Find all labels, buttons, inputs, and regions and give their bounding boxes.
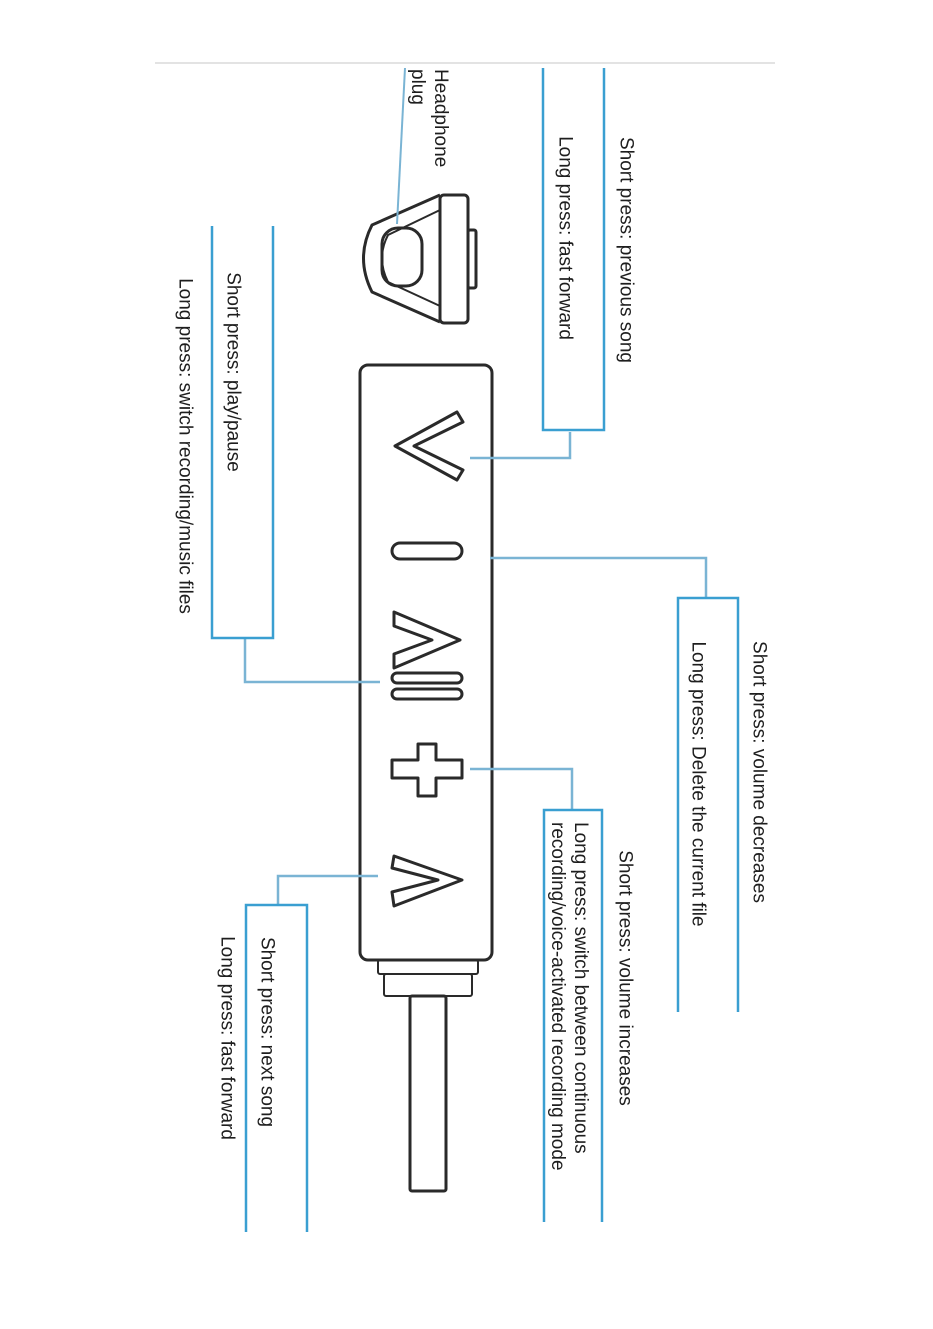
headphone-plug [362, 193, 478, 325]
leader-vol-up [470, 767, 574, 810]
leader-next [276, 874, 378, 905]
minus-icon [390, 541, 464, 561]
plug-leader-line [396, 67, 406, 225]
chevron-up-icon [393, 410, 465, 482]
vol-down-long-press-label: Long press: Delete the current file [687, 641, 709, 927]
bracket-play [210, 226, 275, 640]
vol-down-short-press-label: Short press: volume decreases [748, 641, 770, 903]
chevron-down-icon [390, 854, 464, 908]
bracket-vol-up [542, 808, 604, 1222]
play-pause-icon [390, 610, 464, 701]
bracket-next [244, 903, 309, 1232]
leader-vol-down [490, 556, 708, 598]
prev-long-press-label: Long press: fast forward [554, 136, 576, 340]
next-long-press-label: Long press: fast forward [216, 936, 238, 1140]
leader-play [243, 638, 380, 684]
callout-lines [210, 68, 740, 1232]
prev-short-press-label: Short press: previous song [615, 136, 637, 364]
play-long-press-label: Long press: switch recording/music files [174, 278, 196, 614]
next-short-press-label: Short press: next song [256, 936, 278, 1128]
remote-body [358, 363, 494, 1193]
leader-prev [470, 432, 572, 460]
bracket-vol-down [676, 596, 740, 1012]
vol-up-long-press-label: Long press: switch between continuous re… [547, 822, 591, 1171]
headphone-plug-label: Headphone plug [407, 69, 451, 168]
vol-up-short-press-label: Short press: volume increases [614, 850, 636, 1106]
play-short-press-label: Short press: play/pause [222, 272, 244, 472]
plus-icon [390, 742, 464, 798]
bracket-prev [541, 68, 606, 432]
